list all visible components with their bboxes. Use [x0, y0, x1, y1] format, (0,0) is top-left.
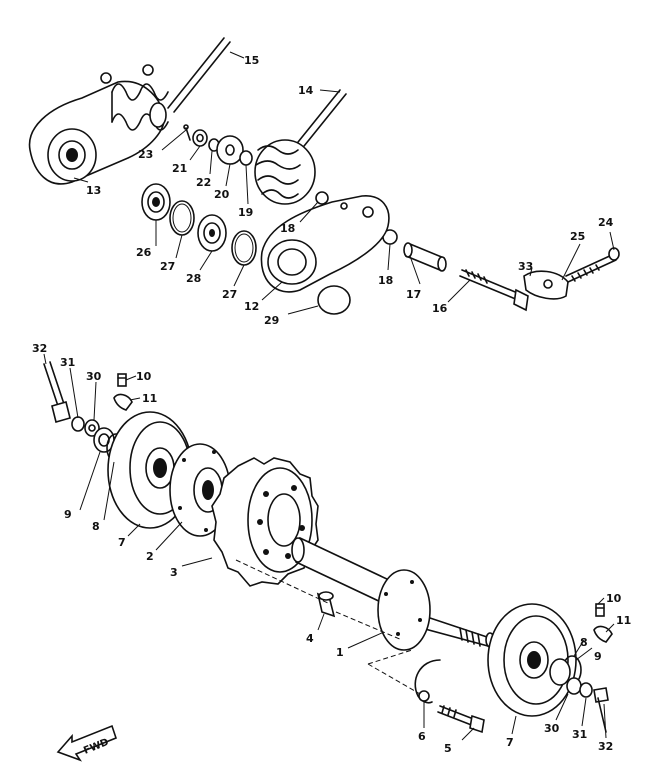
callout-27-right: 27 [222, 288, 237, 301]
callout-30-left: 30 [86, 370, 102, 383]
part-32-bolt-right [593, 687, 609, 733]
callout-11-left: 11 [142, 392, 157, 405]
callout-5: 5 [444, 742, 452, 755]
callout-10-right: 10 [606, 592, 622, 605]
callout-2: 2 [146, 550, 154, 563]
part-20-plate [216, 135, 244, 165]
callout-9-left: 9 [64, 508, 72, 521]
part-6-clip-lower [414, 659, 441, 704]
callout-32-left: 32 [32, 342, 47, 355]
part-33-bracket [523, 270, 569, 300]
part-18-nipple-upper [315, 191, 329, 205]
part-19-washer [239, 150, 253, 166]
callout-25: 25 [570, 230, 585, 243]
part-23-pin [183, 124, 191, 141]
part-15-rod [167, 37, 231, 113]
callout-labels: 15 14 13 23 21 22 20 19 18 26 27 28 27 1… [32, 54, 631, 755]
callout-26: 26 [136, 246, 152, 259]
callout-12: 12 [244, 300, 259, 313]
part-17-sleeve [403, 242, 447, 272]
callout-13: 13 [86, 184, 101, 197]
part-26-bearing [141, 183, 171, 221]
callout-18-upper: 18 [280, 222, 295, 235]
part-30-washer [84, 419, 100, 437]
part-21-nut [192, 129, 208, 147]
callout-29: 29 [264, 314, 279, 327]
part-31-washer-right [579, 682, 593, 698]
part-1-axle [291, 536, 495, 651]
part-5-bolt-lower [437, 705, 485, 734]
part-31-washer [71, 416, 85, 432]
callout-15: 15 [244, 54, 259, 67]
part-13-bearing-housing [28, 64, 169, 185]
callout-3: 3 [170, 566, 178, 579]
part-16-bolt [459, 269, 529, 312]
part-14-rod-spring [254, 89, 347, 205]
part-27-circlip-right [231, 230, 257, 266]
callout-28: 28 [186, 272, 201, 285]
part-10-bolt-left [117, 373, 127, 387]
callout-33: 33 [518, 260, 533, 273]
assembly-guide-lines [235, 559, 421, 695]
callout-24: 24 [598, 216, 614, 229]
callout-11-right: 11 [616, 614, 631, 627]
part-11-clip-left [113, 393, 133, 411]
callout-6-lower: 6 [418, 730, 426, 743]
callout-20: 20 [214, 188, 230, 201]
callout-8-right: 8 [580, 636, 588, 649]
callout-7-right: 7 [506, 736, 514, 749]
callout-14: 14 [298, 84, 314, 97]
callout-18-lower: 18 [378, 274, 393, 287]
callout-7-left: 7 [118, 536, 126, 549]
callout-4: 4 [306, 632, 314, 645]
part-7-wheel-right [487, 603, 577, 717]
callout-1: 1 [336, 646, 344, 659]
part-3-sprocket [211, 457, 319, 587]
callout-8-left: 8 [92, 520, 100, 533]
part-32-bolt-left [43, 361, 71, 423]
callout-17: 17 [406, 288, 421, 301]
callout-19: 19 [238, 206, 253, 219]
callout-30-right: 30 [544, 722, 560, 735]
leader-lines [43, 51, 615, 741]
part-12-arm-housing [260, 195, 390, 293]
part-28-bearing [197, 214, 227, 252]
callout-10-left: 10 [136, 370, 152, 383]
callout-31-left: 31 [60, 356, 75, 369]
part-29-cap [317, 285, 351, 315]
callout-27-left: 27 [160, 260, 175, 273]
part-25-bolt [565, 253, 617, 283]
callout-22: 22 [196, 176, 211, 189]
part-27-circlip-left [169, 200, 195, 236]
callout-21: 21 [172, 162, 187, 175]
part-30-washer-right [566, 677, 582, 695]
front-direction-arrow: FWD [56, 724, 117, 762]
callout-9-right: 9 [594, 650, 602, 663]
part-4-key [316, 591, 336, 618]
callout-31-right: 31 [572, 728, 587, 741]
callout-32-right: 32 [598, 740, 613, 753]
part-9-collar-right [549, 658, 571, 686]
callout-16: 16 [432, 302, 448, 315]
callout-23: 23 [138, 148, 153, 161]
part-10-bolt-right [595, 603, 605, 617]
